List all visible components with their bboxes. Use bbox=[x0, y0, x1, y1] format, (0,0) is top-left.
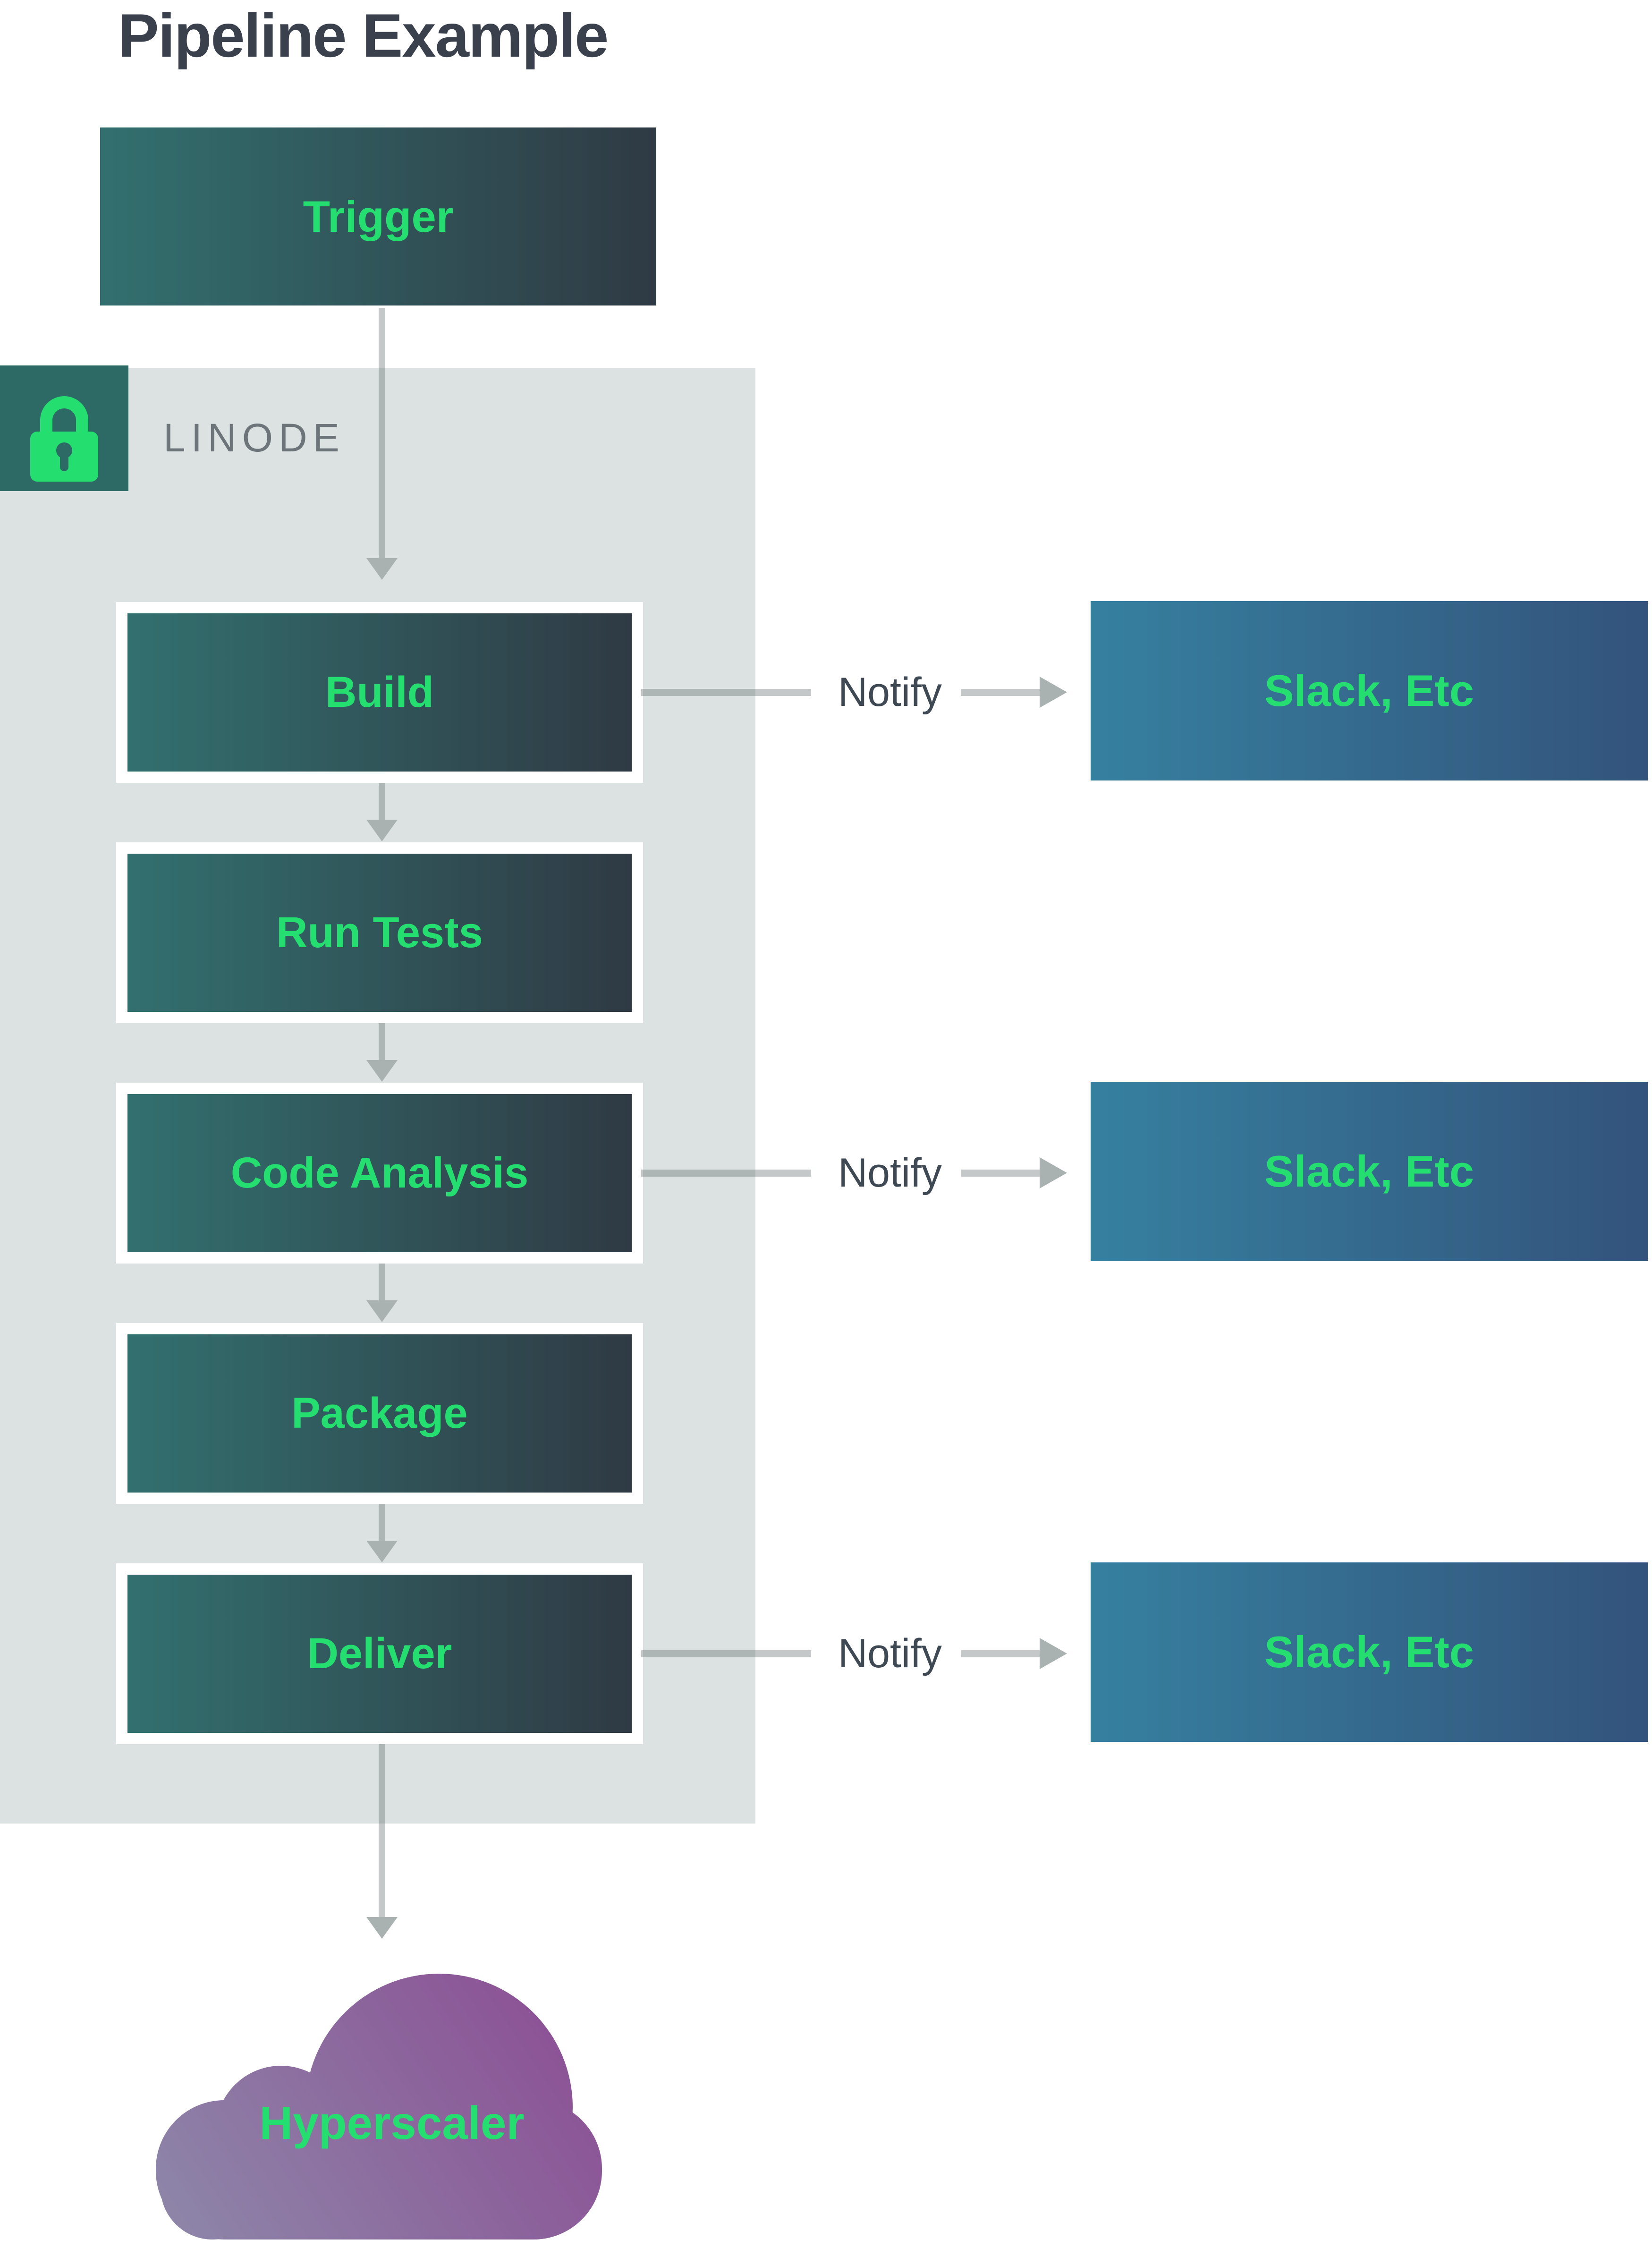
stage-node-build: Build bbox=[116, 602, 643, 783]
provider-badge bbox=[0, 365, 128, 491]
arrow-between-stages-head bbox=[366, 1300, 398, 1322]
notify-label: Notify bbox=[838, 1631, 942, 1676]
notification-target-node: Slack, Etc bbox=[1091, 1082, 1648, 1261]
stage-label: Deliver bbox=[307, 1629, 452, 1678]
arrow-head bbox=[366, 558, 398, 580]
stage-node-code-analysis: Code Analysis bbox=[116, 1083, 643, 1264]
notify-line bbox=[641, 1650, 811, 1657]
notification-target-label: Slack, Etc bbox=[1264, 1146, 1474, 1196]
arrow-between-stages-shaft bbox=[379, 1264, 385, 1300]
stage-gradient: Build bbox=[127, 613, 632, 772]
stage-label: Code Analysis bbox=[230, 1149, 529, 1197]
provider-label: LINODE bbox=[163, 416, 345, 460]
notification-target-label: Slack, Etc bbox=[1264, 1627, 1474, 1677]
notify-line bbox=[641, 1170, 811, 1177]
stage-gradient: Deliver bbox=[127, 1575, 632, 1733]
notification-target-node: Slack, Etc bbox=[1091, 1562, 1648, 1742]
notify-line bbox=[641, 689, 811, 696]
arrow-between-stages-head bbox=[366, 820, 398, 841]
notification-target-label: Slack, Etc bbox=[1264, 666, 1474, 715]
trigger-label: Trigger bbox=[303, 191, 454, 241]
lock-icon bbox=[30, 396, 98, 482]
notify-arrow-shaft bbox=[961, 1650, 1040, 1657]
page-title: Pipeline Example bbox=[118, 1, 609, 70]
notify-arrow-head bbox=[1040, 1638, 1067, 1669]
arrow-between-stages-shaft bbox=[379, 1504, 385, 1541]
hyperscaler-cloud bbox=[156, 1974, 602, 2240]
arrow-shaft bbox=[379, 308, 385, 558]
stage-node-run-tests: Run Tests bbox=[116, 842, 643, 1023]
stage-label: Build bbox=[325, 668, 434, 716]
arrow-shaft bbox=[379, 1744, 385, 1917]
notification-target-node: Slack, Etc bbox=[1091, 601, 1648, 780]
stage-gradient: Code Analysis bbox=[127, 1094, 632, 1252]
arrow-between-stages-head bbox=[366, 1541, 398, 1562]
notify-arrow-shaft bbox=[961, 689, 1040, 696]
arrow-between-stages-shaft bbox=[379, 1023, 385, 1060]
trigger-node: Trigger bbox=[100, 127, 656, 305]
stage-node-deliver: Deliver bbox=[116, 1563, 643, 1744]
stage-gradient: Run Tests bbox=[127, 854, 632, 1012]
notify-label: Notify bbox=[838, 1150, 942, 1196]
notify-arrow-shaft bbox=[961, 1170, 1040, 1177]
arrow-head bbox=[366, 1917, 398, 1939]
stage-label: Run Tests bbox=[276, 908, 483, 957]
stage-gradient: Package bbox=[127, 1334, 632, 1493]
notify-label: Notify bbox=[838, 670, 942, 715]
notify-arrow-head bbox=[1040, 677, 1067, 708]
destination-label: Hyperscaler bbox=[259, 2097, 525, 2149]
arrow-between-stages-head bbox=[366, 1060, 398, 1082]
stage-node-package: Package bbox=[116, 1323, 643, 1504]
arrow-between-stages-shaft bbox=[379, 783, 385, 820]
notify-arrow-head bbox=[1040, 1157, 1067, 1188]
stage-label: Package bbox=[291, 1389, 468, 1437]
